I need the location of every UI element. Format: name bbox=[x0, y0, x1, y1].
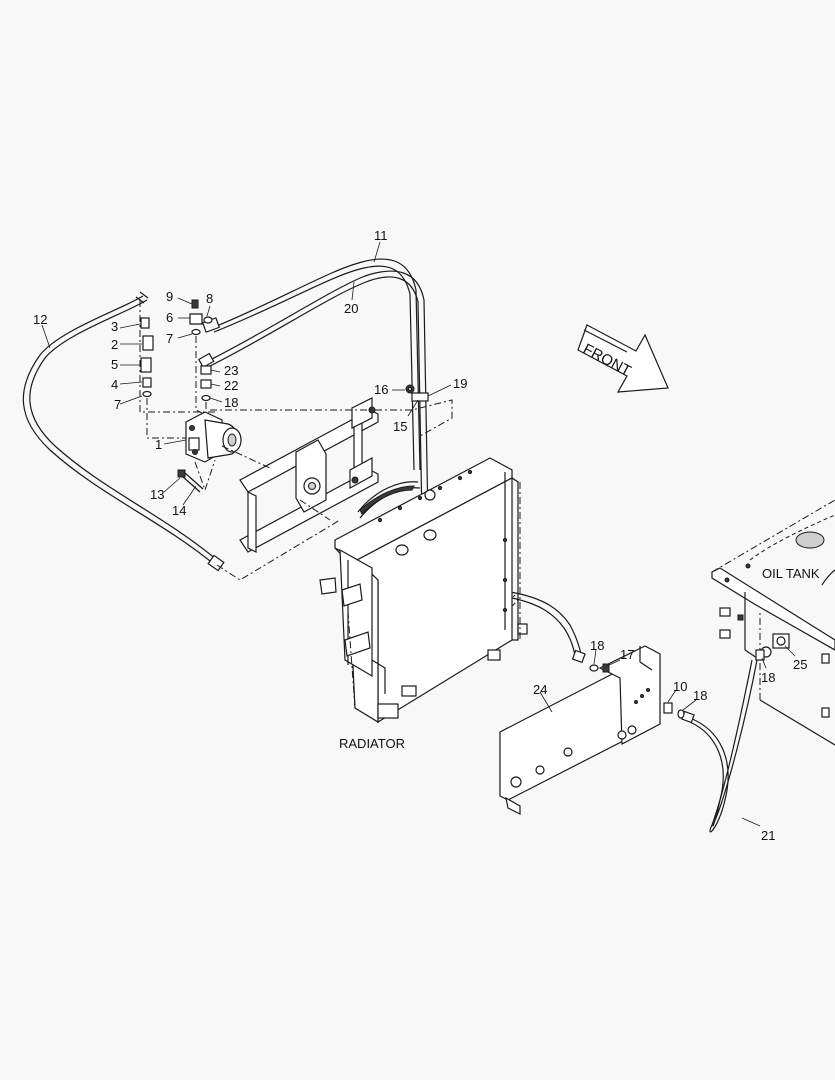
callout-17: 17 bbox=[620, 647, 634, 662]
callout-23: 23 bbox=[224, 363, 238, 378]
mounting-bracket bbox=[239, 397, 379, 553]
callout-19: 19 bbox=[453, 376, 467, 391]
callout-8: 8 bbox=[206, 291, 213, 306]
assembly-leader-lines bbox=[139, 300, 453, 581]
fitting-17-18 bbox=[589, 663, 610, 673]
callout-18-tank: 18 bbox=[761, 670, 775, 685]
callout-14: 14 bbox=[172, 503, 186, 518]
callout-4: 4 bbox=[111, 377, 118, 392]
callout-6: 6 bbox=[166, 310, 173, 325]
oil-tank-label: OIL TANK bbox=[762, 566, 820, 581]
callout-10: 10 bbox=[673, 679, 687, 694]
callout-22: 22 bbox=[224, 378, 238, 393]
hose-20 bbox=[197, 270, 429, 521]
radiator-label: RADIATOR bbox=[339, 736, 405, 751]
callout-13: 13 bbox=[150, 487, 164, 502]
hose-21 bbox=[681, 659, 758, 833]
hose-radiator-return bbox=[509, 591, 586, 664]
callout-18-radiator: 18 bbox=[590, 638, 604, 653]
callout-5: 5 bbox=[111, 357, 118, 372]
callout-12: 12 bbox=[33, 312, 47, 327]
hose-clamp-19 bbox=[405, 384, 429, 402]
front-direction-arrow: FRONT bbox=[577, 324, 669, 393]
fan-motor-pump-1 bbox=[185, 411, 242, 463]
bolt-13 bbox=[177, 459, 216, 493]
callout-7-mid: 7 bbox=[166, 331, 173, 346]
callout-1: 1 bbox=[155, 437, 162, 452]
callout-15: 15 bbox=[393, 419, 407, 434]
fitting-stack-left bbox=[140, 317, 186, 439]
cover-24 bbox=[499, 645, 661, 815]
radiator bbox=[319, 457, 521, 724]
callout-18-pump: 18 bbox=[224, 395, 238, 410]
oil-tank bbox=[711, 499, 835, 746]
callout-leaders bbox=[41, 241, 796, 827]
fitting-stack-middle bbox=[189, 299, 213, 415]
callout-7-left: 7 bbox=[114, 397, 121, 412]
fitting-10-18 bbox=[663, 702, 685, 719]
hose-12 bbox=[22, 291, 225, 572]
callout-24: 24 bbox=[533, 682, 547, 697]
callout-18-cover: 18 bbox=[693, 688, 707, 703]
callout-3: 3 bbox=[111, 319, 118, 334]
callout-2: 2 bbox=[111, 337, 118, 352]
callout-20: 20 bbox=[344, 301, 358, 316]
callout-11: 11 bbox=[374, 228, 388, 243]
callout-25: 25 bbox=[793, 657, 807, 672]
callout-numbers: 12 3 2 5 4 7 9 8 6 7 23 22 18 1 13 14 11… bbox=[33, 228, 807, 843]
callout-21: 21 bbox=[761, 828, 775, 843]
callout-9: 9 bbox=[166, 289, 173, 304]
callout-16: 16 bbox=[374, 382, 388, 397]
